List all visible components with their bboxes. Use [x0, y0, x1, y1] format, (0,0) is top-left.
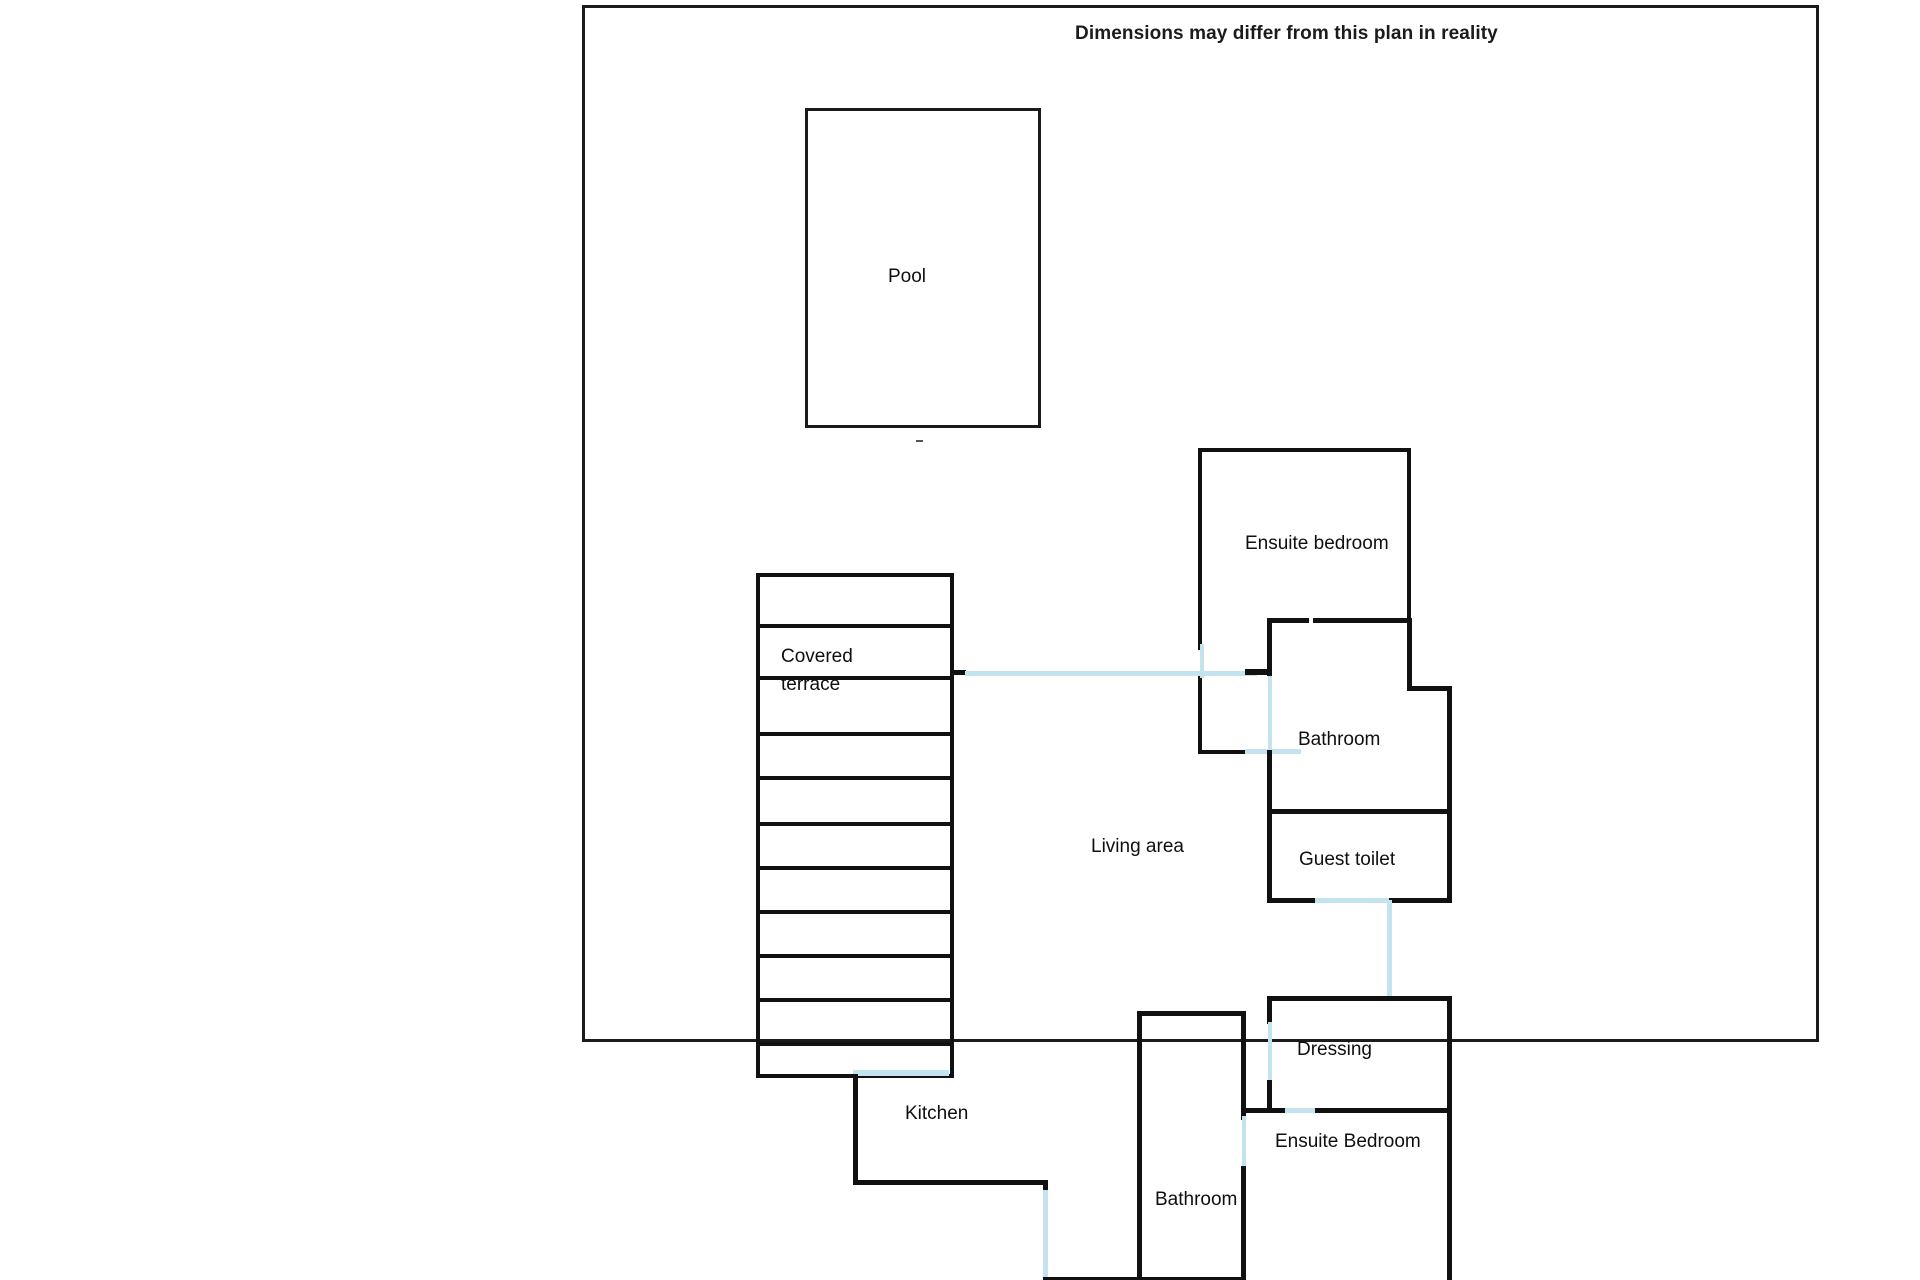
ensuite-bedroom-lower-label: Ensuite Bedroom [1275, 1131, 1421, 1152]
dressing-doorway [1268, 1022, 1272, 1082]
ensuite-upper-wall-top [1198, 448, 1411, 452]
ensuite-lower-wall-top-left [1241, 1108, 1291, 1113]
terrace-divider-6 [756, 866, 954, 870]
pool-outline [805, 108, 1041, 428]
covered-terrace-label-line2: terrace [781, 674, 841, 695]
ensuite-bedroom-upper-label: Ensuite bedroom [1245, 533, 1389, 554]
guest-toilet-bottom-door [1315, 898, 1391, 903]
kitchen-wall-left [853, 1074, 858, 1184]
dressing-wall-right [1447, 996, 1452, 1110]
terrace-wall-top [756, 573, 954, 577]
guest-toilet-label: Guest toilet [1299, 849, 1396, 870]
guest-toilet-wall-bottom-left [1267, 898, 1317, 903]
ensuite-upper-wall-left-lower [1198, 676, 1202, 754]
bathroom-lower-wall-right-lower [1241, 1166, 1246, 1280]
bathroom-upper-wall-left-upper [1267, 618, 1272, 676]
terrace-door-jamb-upper [950, 670, 966, 675]
bathroom-upper-wall-right-lower [1447, 686, 1452, 814]
living-connector-wall-right [1245, 669, 1267, 675]
bathroom-lower-wall-top-left [1137, 1011, 1193, 1016]
kitchen-door [1043, 1190, 1048, 1280]
kitchen-label: Kitchen [905, 1103, 969, 1124]
guest-toilet-wall-bottom-right [1389, 898, 1452, 903]
bathroom-upper-wall-right-upper [1407, 618, 1412, 688]
bathroom-lower-wall-right-upper [1241, 1011, 1246, 1120]
ensuite-upper-wall-right [1407, 448, 1411, 624]
covered-terrace-label-line1: Covered [781, 646, 853, 667]
corridor-door-to-dressing [1387, 900, 1392, 1000]
living-terrace-connector-door [965, 671, 1257, 676]
guest-toilet-wall-left [1267, 809, 1272, 903]
bathroom-upper-wall-top-left [1267, 618, 1309, 623]
dressing-label: Dressing [1297, 1039, 1372, 1060]
plan-disclaimer-note: Dimensions may differ from this plan in … [1075, 23, 1498, 44]
bathroom-lower-doorway [1242, 1116, 1246, 1168]
terrace-divider-7 [756, 910, 954, 914]
ensuite-upper-doorway [1200, 644, 1204, 678]
ensuite-lower-wall-right [1447, 1108, 1452, 1280]
pool-bottom-tick [916, 440, 923, 442]
ensuite-lower-top-door [1285, 1108, 1319, 1113]
kitchen-wall-bottom [853, 1180, 1048, 1185]
bathroom-upper-wall-top-right [1313, 618, 1411, 623]
terrace-divider-3 [756, 732, 954, 736]
dressing-wall-top-left [1267, 996, 1389, 1001]
ensuite-upper-wall-left [1198, 448, 1202, 650]
terrace-divider-2 [756, 676, 954, 680]
bathroom-lower-wall-left [1137, 1011, 1142, 1280]
terrace-divider-9 [756, 998, 954, 1002]
bathroom-lower-label: Bathroom [1155, 1189, 1238, 1210]
ensuite-upper-lower-door [1245, 749, 1301, 754]
plan-page-frame: Dimensions may differ from this plan in … [582, 5, 1819, 1280]
dressing-wall-left-upper [1267, 996, 1272, 1024]
bathroom-upper-notch-horizontal [1407, 686, 1452, 691]
terrace-divider-1 [756, 624, 954, 628]
terrace-divider-10 [756, 1042, 954, 1046]
dressing-wall-top-right [1389, 996, 1452, 1001]
terrace-divider-4 [756, 776, 954, 780]
terrace-divider-5 [756, 822, 954, 826]
terrace-bottom-door [853, 1070, 949, 1076]
bathroom-upper-wall-bottom [1267, 809, 1452, 814]
ensuite-upper-wall-bottom-stub [1198, 750, 1248, 754]
bathroom-upper-doorway [1268, 676, 1272, 750]
bathroom-upper-wall-left-lower [1267, 750, 1272, 810]
bathroom-upper-label: Bathroom [1298, 729, 1381, 750]
pool-label: Pool [888, 266, 927, 287]
living-bottom-wall-mid [1138, 1277, 1246, 1280]
living-bottom-wall-left [1043, 1277, 1143, 1280]
bathroom-lower-wall-top-right [1191, 1011, 1246, 1016]
ensuite-lower-wall-top-right [1315, 1108, 1452, 1113]
living-area-label: Living area [1091, 836, 1184, 857]
terrace-divider-8 [756, 954, 954, 958]
guest-toilet-wall-right [1447, 809, 1452, 903]
dressing-wall-left-lower [1267, 1080, 1272, 1113]
